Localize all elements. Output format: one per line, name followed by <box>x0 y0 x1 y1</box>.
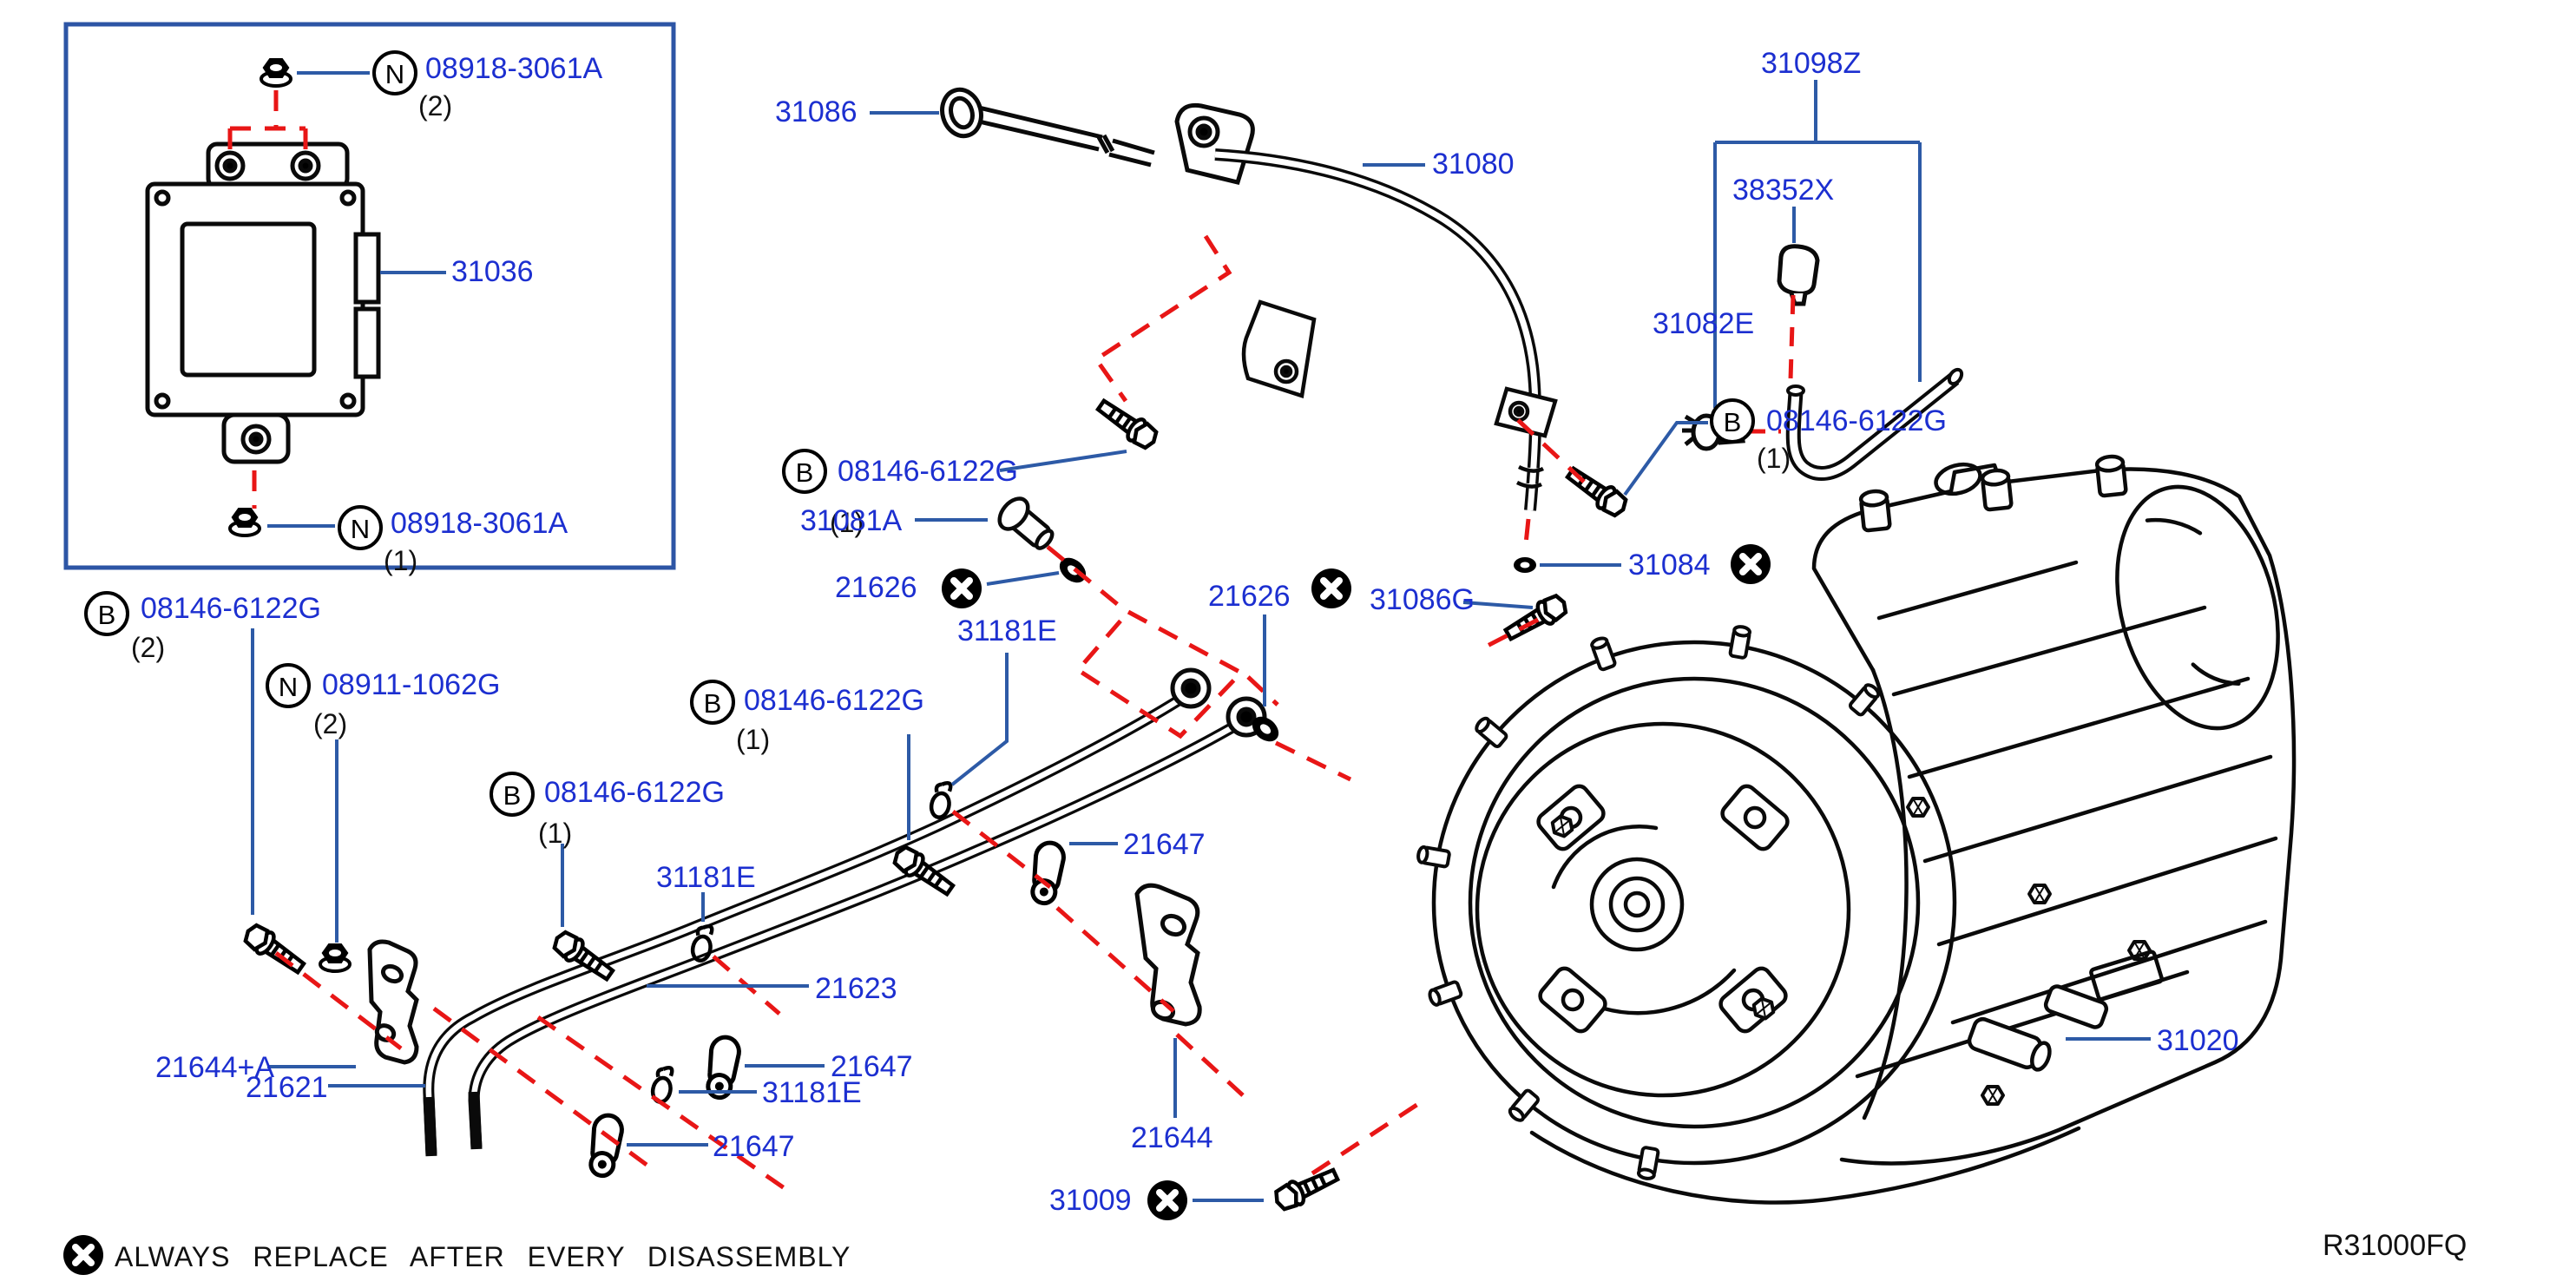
always-replace-icon <box>942 568 982 608</box>
always-replace-icon <box>1731 544 1771 584</box>
diagram-code: R31000FQ <box>2323 1229 2468 1262</box>
bracket-21644A-icon <box>367 939 419 1065</box>
prefix-badge: N <box>266 663 311 708</box>
leader-lines <box>251 111 2151 1202</box>
bolt-icon <box>241 921 308 977</box>
part-label[interactable]: 21626 <box>835 571 917 604</box>
nut-icon <box>319 943 352 973</box>
breather-hose-group <box>1682 80 1964 481</box>
part-label[interactable]: 21647 <box>831 1050 913 1083</box>
part-label[interactable]: 08911-1062G <box>322 668 501 701</box>
always-replace-icon <box>1147 1180 1187 1220</box>
bolt-icon <box>1094 395 1160 451</box>
part-label[interactable]: 21647 <box>1123 828 1206 861</box>
part-label[interactable]: 31036 <box>451 255 534 288</box>
part-label[interactable]: 08918-3061A <box>425 52 603 85</box>
part-label[interactable]: 31181E <box>762 1076 862 1109</box>
nut-icon <box>260 58 292 88</box>
bolt-31009-icon <box>1272 1164 1341 1213</box>
part-qty: (2) <box>131 632 166 663</box>
transmission-art <box>1417 456 2297 1205</box>
clip-21647-icon <box>588 1114 623 1178</box>
legend-always-replace-icon <box>63 1235 103 1275</box>
part-qty: (1) <box>736 724 771 755</box>
clip-21647-icon <box>705 1035 740 1100</box>
part-label[interactable]: 31020 <box>2157 1024 2239 1057</box>
part-label[interactable]: 08146-6122G <box>544 776 725 809</box>
part-label[interactable]: 31084 <box>1628 549 1711 582</box>
legend-text: ALWAYS REPLACE AFTER EVERY DISASSEMBLY <box>115 1241 851 1272</box>
prefix-badge: B <box>690 680 735 725</box>
assembly-dashes <box>274 234 1587 1193</box>
part-label[interactable]: 31086G <box>1370 583 1475 616</box>
part-qty: (1) <box>384 545 418 576</box>
part-label[interactable]: 31082E <box>1653 307 1755 340</box>
part-label[interactable]: 31080 <box>1432 148 1515 181</box>
part-label[interactable]: 08146-6122G <box>141 592 321 625</box>
prefix-badge: N <box>338 505 383 550</box>
part-label[interactable]: 21623 <box>815 972 897 1005</box>
clip-31181E-icon <box>930 780 954 818</box>
nut-icon <box>228 508 261 537</box>
part-label[interactable]: 21626 <box>1208 580 1291 613</box>
part-label[interactable]: 38352X <box>1732 174 1835 207</box>
part-qty: (1) <box>1757 443 1791 474</box>
prefix-badge: N <box>372 50 417 95</box>
inset-box <box>63 22 676 570</box>
part-label[interactable]: 08146-6122G <box>1766 404 1947 437</box>
clip-21647-icon <box>1029 841 1065 905</box>
part-qty: (2) <box>313 708 348 739</box>
part-label[interactable]: 21647 <box>713 1130 795 1163</box>
part-label[interactable]: 31181E <box>656 861 756 894</box>
part-label[interactable]: 21621 <box>246 1071 328 1104</box>
part-qty: (1) <box>538 818 573 849</box>
oring-31084-icon <box>1514 557 1536 573</box>
part-label[interactable]: 31081A <box>800 504 903 537</box>
prefix-badge: B <box>1710 398 1755 444</box>
part-qty: (2) <box>418 90 453 122</box>
part-label[interactable]: 21644+A <box>155 1051 275 1084</box>
prefix-badge: B <box>490 772 535 817</box>
part-label[interactable]: 31098Z <box>1761 47 1862 80</box>
connector-31081A-icon <box>997 496 1055 550</box>
oil-cooler-tubes <box>423 667 1267 1157</box>
prefix-badge: B <box>782 449 827 494</box>
part-label[interactable]: 08918-3061A <box>391 507 568 540</box>
part-qty: (1) <box>830 507 864 538</box>
part-label[interactable]: 31086 <box>775 95 858 128</box>
part-label[interactable]: 08146-6122G <box>744 684 924 717</box>
prefix-badge: B <box>84 591 129 636</box>
part-label[interactable]: 31181E <box>957 614 1057 647</box>
dipstick-assembly <box>940 87 1558 573</box>
bracket-21644-icon <box>1134 883 1202 1027</box>
always-replace-icon <box>1311 568 1351 608</box>
part-label[interactable]: 31009 <box>1049 1184 1132 1217</box>
part-label[interactable]: 08146-6122G <box>838 455 1018 488</box>
part-label[interactable]: 21644 <box>1131 1121 1213 1154</box>
bolt-icon <box>890 843 957 899</box>
